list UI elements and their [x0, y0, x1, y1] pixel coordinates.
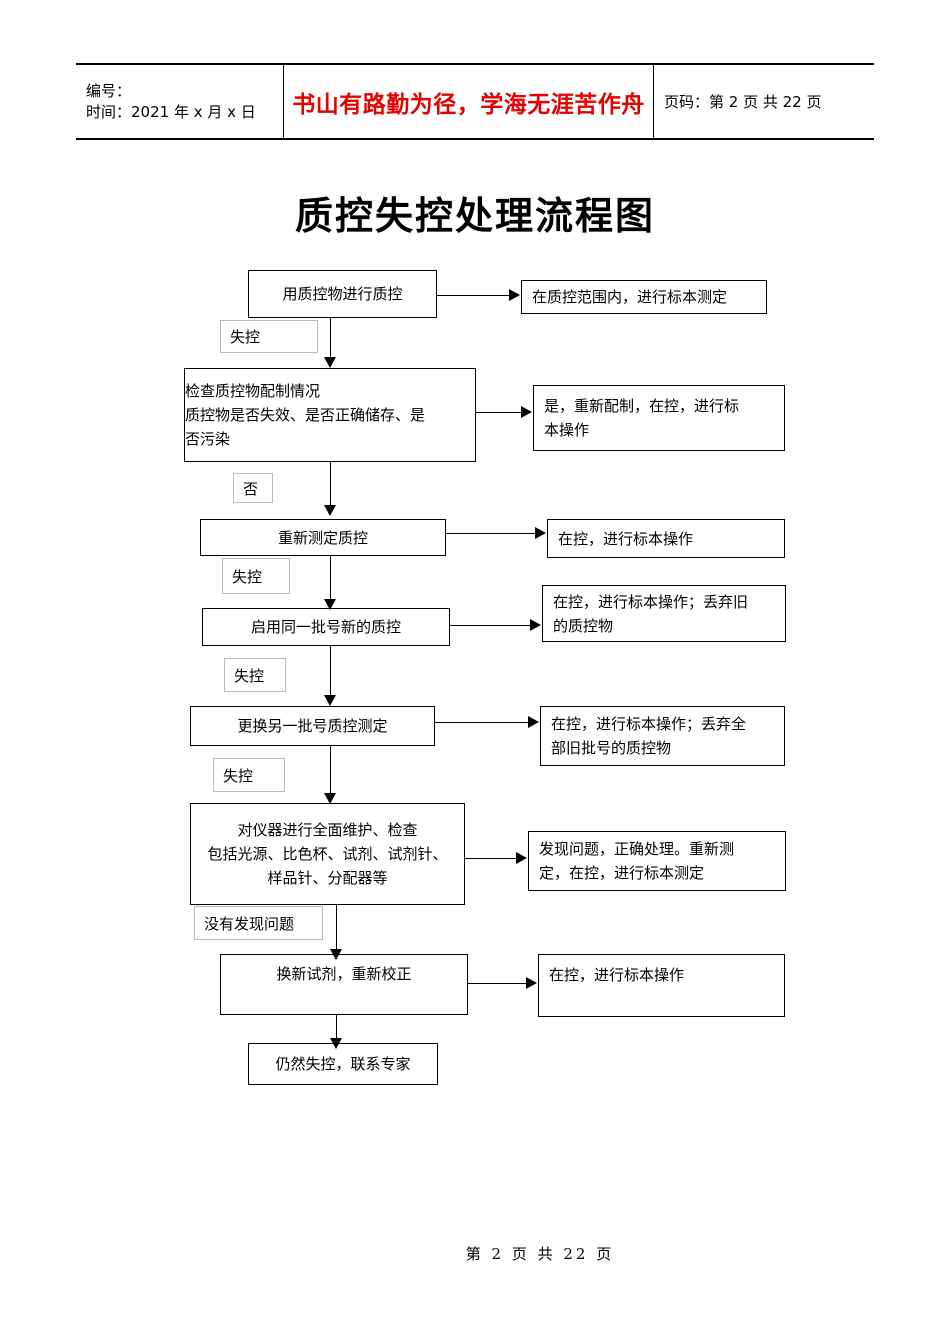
flow-node-label: 启用同一批号新的质控	[250, 618, 401, 636]
flow-node-check-qc-preparation: 检查质控物配制情况 质控物是否失效、是否正确储存、是 否污染	[184, 368, 476, 462]
arrowhead-n1-to-n2	[324, 357, 336, 368]
flow-node-in-control-specimen-2: 在控，进行标本操作	[538, 954, 785, 1017]
flow-node-label-line1: 检查质控物配制情况	[185, 382, 321, 400]
flow-node-remeasure-qc: 重新测定质控	[200, 519, 446, 556]
header-cell-slogan: 书山有路勤为径，学海无涯苦作舟	[284, 65, 654, 138]
flow-node-label-line1: 在控，进行标本操作；丢弃全	[551, 715, 747, 733]
connector-n7-to-n8	[336, 1015, 337, 1042]
arrowhead-n2-to-n3	[324, 505, 336, 516]
connector-n1-to-n1r	[437, 295, 510, 296]
header-number-label: 编号：	[86, 81, 132, 100]
arrowhead-n3-to-n4	[324, 599, 336, 610]
flow-node-label-line2: 本操作	[544, 421, 590, 439]
flow-node-label: 用质控物进行质控	[282, 285, 403, 303]
flow-label-out-of-control-3: 失控	[224, 658, 286, 692]
connector-n5-to-n5r	[435, 722, 529, 723]
flow-node-label: 在控，进行标本操作	[558, 529, 694, 548]
connector-n4-to-n5	[330, 646, 331, 698]
flow-node-instrument-maintenance: 对仪器进行全面维护、检查 包括光源、比色杯、试剂、试剂针、 样品针、分配器等	[190, 803, 465, 905]
connector-n4-to-n4r	[450, 625, 531, 626]
flow-label-out-of-control-2: 失控	[222, 558, 290, 594]
flow-node-label-line2: 的质控物	[553, 616, 614, 635]
flow-node-new-same-lot-qc: 启用同一批号新的质控	[202, 608, 450, 646]
flow-node-quality-control-start: 用质控物进行质控	[248, 270, 437, 318]
arrowhead-n3-to-n3r	[535, 527, 546, 539]
flow-node-label: 更换另一批号质控测定	[237, 717, 388, 735]
flow-node-label-line1: 发现问题，正确处理。重新测	[539, 840, 735, 858]
flow-node-problem-found-handled: 发现问题，正确处理。重新测 定，在控，进行标本测定	[528, 831, 786, 891]
header-page-info: 页码：第 2 页 共 22 页	[664, 93, 822, 111]
arrowhead-n4-to-n4r	[530, 619, 541, 631]
arrowhead-n5-to-n5r	[528, 716, 539, 728]
flow-node-label: 在控，进行标本操作	[549, 966, 685, 984]
flow-label-text: 否	[243, 479, 259, 498]
header-cell-meta: 编号： 时间：2021 年 x 月 x 日	[76, 65, 284, 138]
connector-n5-to-n6	[330, 746, 331, 796]
flow-label-text: 失控	[230, 328, 261, 346]
flow-label-text: 没有发现问题	[204, 914, 295, 933]
flow-node-label-line3: 样品针、分配器等	[267, 869, 388, 887]
flow-node-replace-reagent-recalibrate: 换新试剂，重新校正	[220, 954, 468, 1015]
flow-label-no-problem-found: 没有发现问题	[194, 906, 323, 940]
arrowhead-n6-to-n6r	[516, 852, 527, 864]
arrowhead-n4-to-n5	[324, 695, 336, 706]
page-title: 质控失控处理流程图	[294, 193, 655, 238]
header-date-label: 时间：2021 年 x 月 x 日	[86, 102, 256, 121]
flow-node-change-other-lot-qc: 更换另一批号质控测定	[190, 706, 435, 746]
connector-n2-to-n3	[330, 462, 331, 508]
connector-n3-to-n3r	[446, 533, 536, 534]
flow-label-out-of-control-4: 失控	[213, 758, 285, 792]
flow-node-label-line2: 包括光源、比色杯、试剂、试剂针、	[207, 845, 448, 863]
connector-n7-to-n7r	[468, 983, 527, 984]
flow-node-label-line1: 是，重新配制，在控，进行标	[544, 397, 740, 415]
arrowhead-n2-to-n2r	[521, 406, 532, 418]
flow-node-label-line2: 质控物是否失效、是否正确储存、是	[185, 406, 426, 424]
flow-node-label-line2: 部旧批号的质控物	[551, 739, 672, 757]
connector-n6-to-n6r	[465, 858, 517, 859]
flow-node-yes-reprepare: 是，重新配制，在控，进行标 本操作	[533, 385, 785, 451]
flow-label-text: 失控	[232, 567, 263, 586]
page-footer: 第 2 页 共 22 页	[465, 1245, 615, 1263]
flow-label-no: 否	[233, 473, 273, 503]
flow-label-text: 失控	[234, 666, 265, 685]
flow-node-label-line3: 否污染	[185, 430, 231, 448]
arrowhead-n7-to-n8	[330, 1038, 342, 1049]
arrowhead-n1-to-n1r	[509, 289, 520, 301]
flow-node-label: 在质控范围内，进行标本测定	[532, 288, 728, 306]
flow-label-text: 失控	[223, 766, 254, 785]
flow-node-label-line1: 在控，进行标本操作；丢弃旧	[553, 592, 749, 611]
flow-node-label: 仍然失控，联系专家	[275, 1055, 411, 1073]
flow-node-in-control-discard-all: 在控，进行标本操作；丢弃全 部旧批号的质控物	[540, 706, 785, 766]
flow-node-in-control-discard-old: 在控，进行标本操作；丢弃旧 的质控物	[542, 585, 786, 642]
header-slogan-text: 书山有路勤为径，学海无涯苦作舟	[292, 90, 645, 118]
flow-node-label-line2: 定，在控，进行标本测定	[539, 864, 705, 882]
connector-n1-to-n2	[330, 318, 331, 362]
flow-node-still-out-of-control-contact-expert: 仍然失控，联系专家	[248, 1043, 438, 1085]
flow-node-in-range-measure: 在质控范围内，进行标本测定	[521, 280, 767, 314]
arrowhead-n6-to-n7	[330, 949, 342, 960]
flow-node-label: 重新测定质控	[277, 528, 368, 547]
flow-node-label: 换新试剂，重新校正	[276, 965, 412, 983]
arrowhead-n7-to-n7r	[526, 977, 537, 989]
flow-node-in-control-specimen-1: 在控，进行标本操作	[547, 519, 785, 558]
connector-n2-to-n2r	[476, 412, 522, 413]
flow-node-label-line1: 对仪器进行全面维护、检查	[237, 821, 418, 839]
connector-n3-to-n4	[330, 556, 331, 602]
header-cell-pagination: 页码：第 2 页 共 22 页	[654, 65, 874, 138]
flow-label-out-of-control-1: 失控	[220, 320, 318, 353]
connector-n6-to-n7	[336, 905, 337, 952]
document-header-table: 编号： 时间：2021 年 x 月 x 日 书山有路勤为径，学海无涯苦作舟 页码…	[76, 63, 874, 140]
arrowhead-n5-to-n6	[324, 793, 336, 804]
